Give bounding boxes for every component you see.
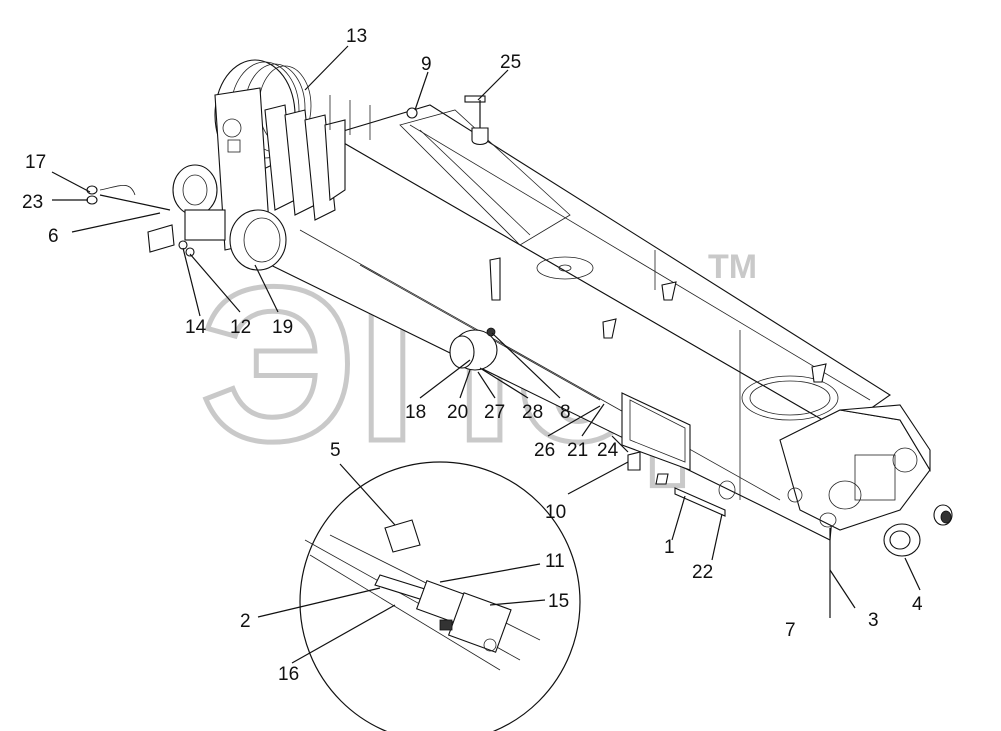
- callout-18: 18: [405, 402, 426, 423]
- side-plate: [621, 392, 736, 517]
- callout-13: 13: [346, 26, 367, 47]
- callout-7: 7: [785, 620, 796, 641]
- valve-cluster: [86, 184, 226, 257]
- callout-5: 5: [330, 440, 341, 461]
- detail-view: [299, 461, 581, 731]
- callout-26: 26: [534, 440, 555, 461]
- callout-28: 28: [522, 402, 543, 423]
- callout-3: 3: [868, 610, 879, 631]
- callout-9: 9: [421, 54, 432, 75]
- callout-10: 10: [545, 502, 566, 523]
- callout-25: 25: [500, 52, 521, 73]
- drum-18: [449, 327, 498, 371]
- callout-6: 6: [48, 226, 59, 247]
- watermark-tm: TM: [708, 248, 757, 286]
- callout-16: 16: [278, 664, 299, 685]
- callout-12: 12: [230, 317, 251, 338]
- callout-22: 22: [692, 562, 713, 583]
- callout-11: 11: [545, 551, 565, 572]
- pin-parts: [883, 504, 953, 557]
- callout-24: 24: [597, 440, 619, 461]
- callout-15: 15: [548, 591, 569, 612]
- callout-19: 19: [272, 317, 293, 338]
- callout-27: 27: [484, 402, 505, 423]
- boom-head: [779, 404, 931, 531]
- hose-reels: [172, 59, 371, 271]
- callout-21: 21: [567, 440, 588, 461]
- callout-2: 2: [240, 611, 251, 632]
- callout-8: 8: [560, 402, 571, 423]
- top-brackets: [406, 95, 489, 146]
- callout-17: 17: [25, 152, 46, 173]
- callout-4: 4: [912, 594, 923, 615]
- callout-1: 1: [664, 537, 675, 558]
- callout-20: 20: [447, 402, 468, 423]
- callout-23: 23: [22, 192, 43, 213]
- callout-14: 14: [185, 317, 207, 338]
- callout-labels: 13 9 25 17 23 6 14 12 19 18 20 27 28 8 2…: [22, 26, 923, 685]
- leader-lines: [51, 45, 921, 664]
